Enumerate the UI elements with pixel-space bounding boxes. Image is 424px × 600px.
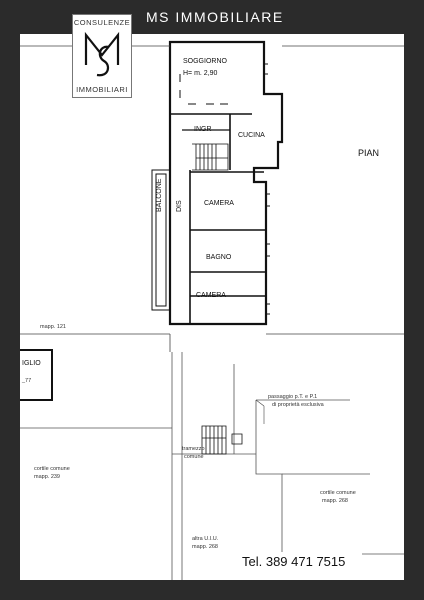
logo-bottom-text: IMMOBILIARI [76, 85, 128, 94]
phone-number: Tel. 389 471 7515 [238, 552, 362, 572]
cadastral-tramezzo: tramezzo [182, 446, 205, 452]
room-label-camera-2: CAMERA [196, 292, 226, 299]
room-label-dis: DIS [176, 200, 183, 212]
cadastral-altra-uiu: altra U.I.U. [192, 536, 219, 542]
cadastral-proprieta: di proprietà esclusiva [272, 402, 324, 408]
cadastral-cortile-left: cortile comune [34, 466, 70, 472]
cadastral-mapp-121: mapp. 121 [40, 324, 66, 330]
room-label-cucina: CUCINA [238, 132, 265, 139]
cadastral-passaggio: passaggio p.T. e P.1 [268, 394, 318, 400]
side-label: PIAN [358, 148, 380, 158]
floor-plan: SOGGIORNO H= m. 2,90 INGR CUCINA CAMERA … [20, 34, 404, 580]
logo-monogram [84, 31, 120, 77]
room-height-note: H= m. 2,90 [183, 70, 218, 77]
logo: CONSULENZE IMMOBILIARI [72, 14, 132, 98]
cadastral-mapp-right: mapp. 268 [322, 498, 348, 504]
room-label-bagno: BAGNO [206, 254, 232, 261]
cadastral-mapp-left: mapp. 239 [34, 474, 60, 480]
floor-plan-drawing [20, 40, 404, 580]
frame-right [404, 34, 424, 600]
cadastral-cortile-right: cortile comune [320, 490, 356, 496]
logo-top-text: CONSULENZE [73, 18, 131, 27]
room-label-soggiorno: SOGGIORNO [183, 58, 227, 65]
room-label-balcone: BALCONE [156, 178, 163, 212]
neighbor-label: IGLIO [22, 360, 41, 367]
agency-name: MS IMMOBILIARE [146, 9, 284, 25]
cadastral-mapp-bottom: mapp. 268 [192, 544, 218, 550]
room-label-ingr: INGR [194, 126, 212, 133]
header-bar: MS IMMOBILIARE [0, 0, 424, 34]
frame-left [0, 34, 20, 600]
frame-bottom [0, 580, 424, 600]
room-label-camera-1: CAMERA [204, 200, 234, 207]
neighbor-number: _77 [22, 378, 32, 384]
cadastral-comune: comune [184, 454, 204, 460]
